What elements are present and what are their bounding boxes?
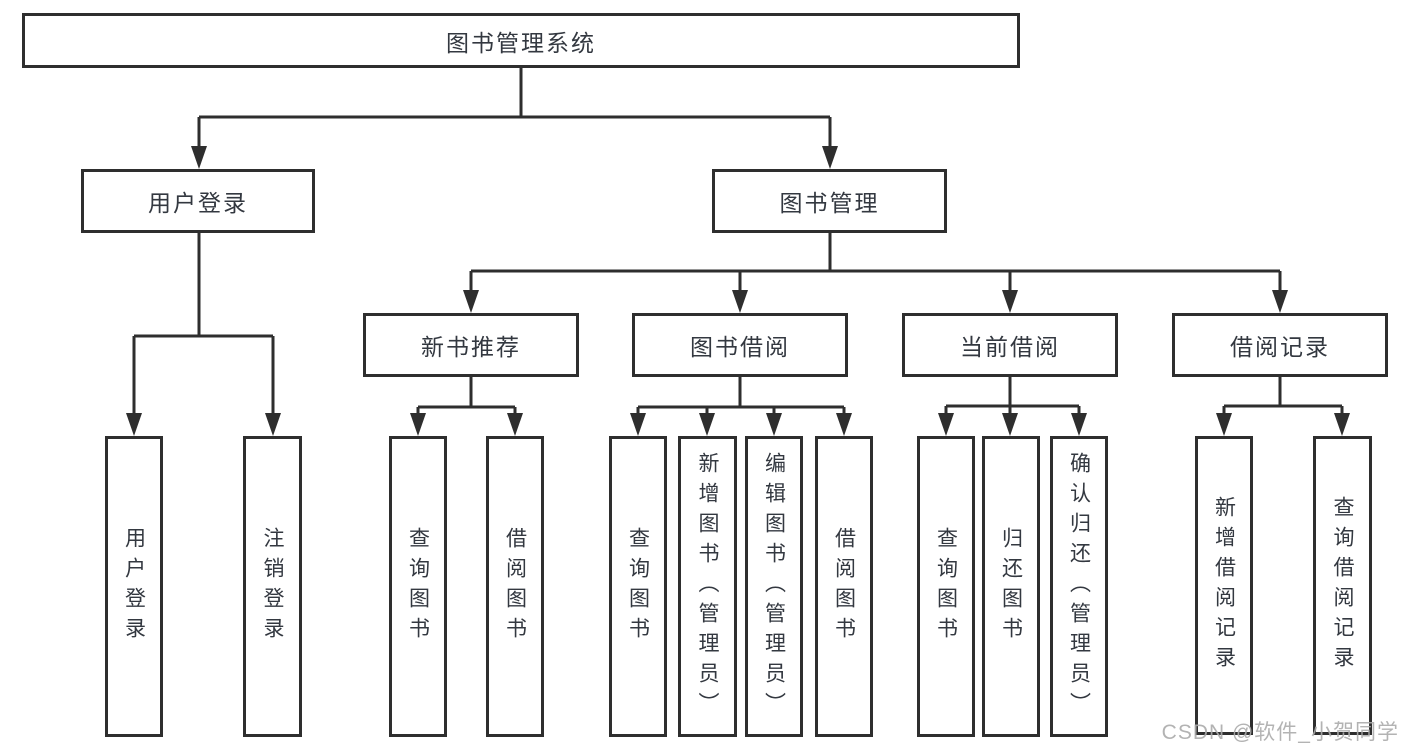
leaf-bb-borrow-book-label: 借阅图书 bbox=[832, 526, 856, 647]
leaf-br-add-record-label: 新增借阅记录 bbox=[1212, 495, 1236, 676]
leaf-nb-query-book: 查询图书 bbox=[389, 436, 447, 737]
leaf-bb-add-book-admin-label: 新增图书（管理员） bbox=[696, 451, 719, 722]
leaf-cb-return-book-label: 归还图书 bbox=[999, 526, 1023, 647]
leaf-br-query-record-label: 查询借阅记录 bbox=[1331, 495, 1354, 676]
node-book-management: 图书管理 bbox=[712, 169, 947, 233]
leaf-bb-query-book: 查询图书 bbox=[609, 436, 667, 737]
leaf-user-login-label: 用户登录 bbox=[122, 526, 146, 647]
node-current-borrow: 当前借阅 bbox=[902, 313, 1118, 377]
leaf-nb-borrow-book-label: 借阅图书 bbox=[503, 526, 527, 647]
leaf-logout: 注销登录 bbox=[243, 436, 302, 737]
node-book-borrow-label: 图书借阅 bbox=[690, 334, 790, 360]
leaf-bb-query-book-label: 查询图书 bbox=[626, 526, 650, 647]
leaf-cb-query-book-label: 查询图书 bbox=[934, 526, 958, 647]
node-borrow-records: 借阅记录 bbox=[1172, 313, 1388, 377]
leaf-nb-query-book-label: 查询图书 bbox=[406, 526, 430, 647]
node-current-borrow-label: 当前借阅 bbox=[960, 334, 1060, 360]
leaf-bb-borrow-book: 借阅图书 bbox=[815, 436, 873, 737]
node-library-system: 图书管理系统 bbox=[22, 13, 1020, 68]
watermark: CSDN @软件_小贺同学 bbox=[1161, 721, 1399, 744]
leaf-cb-return-book: 归还图书 bbox=[982, 436, 1040, 737]
leaf-cb-confirm-return-admin-label: 确认归还（管理员） bbox=[1067, 451, 1091, 722]
node-new-book-recommend: 新书推荐 bbox=[363, 313, 579, 377]
leaf-br-query-record: 查询借阅记录 bbox=[1313, 436, 1372, 735]
leaf-cb-confirm-return-admin: 确认归还（管理员） bbox=[1050, 436, 1108, 737]
leaf-bb-add-book-admin: 新增图书（管理员） bbox=[678, 436, 737, 737]
node-new-book-recommend-label: 新书推荐 bbox=[421, 334, 521, 360]
node-book-management-label: 图书管理 bbox=[779, 190, 880, 216]
node-borrow-records-label: 借阅记录 bbox=[1230, 334, 1330, 360]
leaf-logout-label: 注销登录 bbox=[261, 526, 284, 647]
leaf-user-login: 用户登录 bbox=[105, 436, 163, 737]
node-user-login: 用户登录 bbox=[81, 169, 315, 233]
leaf-cb-query-book: 查询图书 bbox=[917, 436, 975, 737]
node-library-system-label: 图书管理系统 bbox=[446, 29, 596, 56]
node-user-login-label: 用户登录 bbox=[148, 190, 248, 216]
leaf-bb-edit-book-admin: 编辑图书（管理员） bbox=[745, 436, 803, 737]
leaf-nb-borrow-book: 借阅图书 bbox=[486, 436, 544, 737]
node-book-borrow: 图书借阅 bbox=[632, 313, 848, 377]
leaf-bb-edit-book-admin-label: 编辑图书（管理员） bbox=[762, 451, 786, 722]
leaf-br-add-record: 新增借阅记录 bbox=[1195, 436, 1253, 735]
